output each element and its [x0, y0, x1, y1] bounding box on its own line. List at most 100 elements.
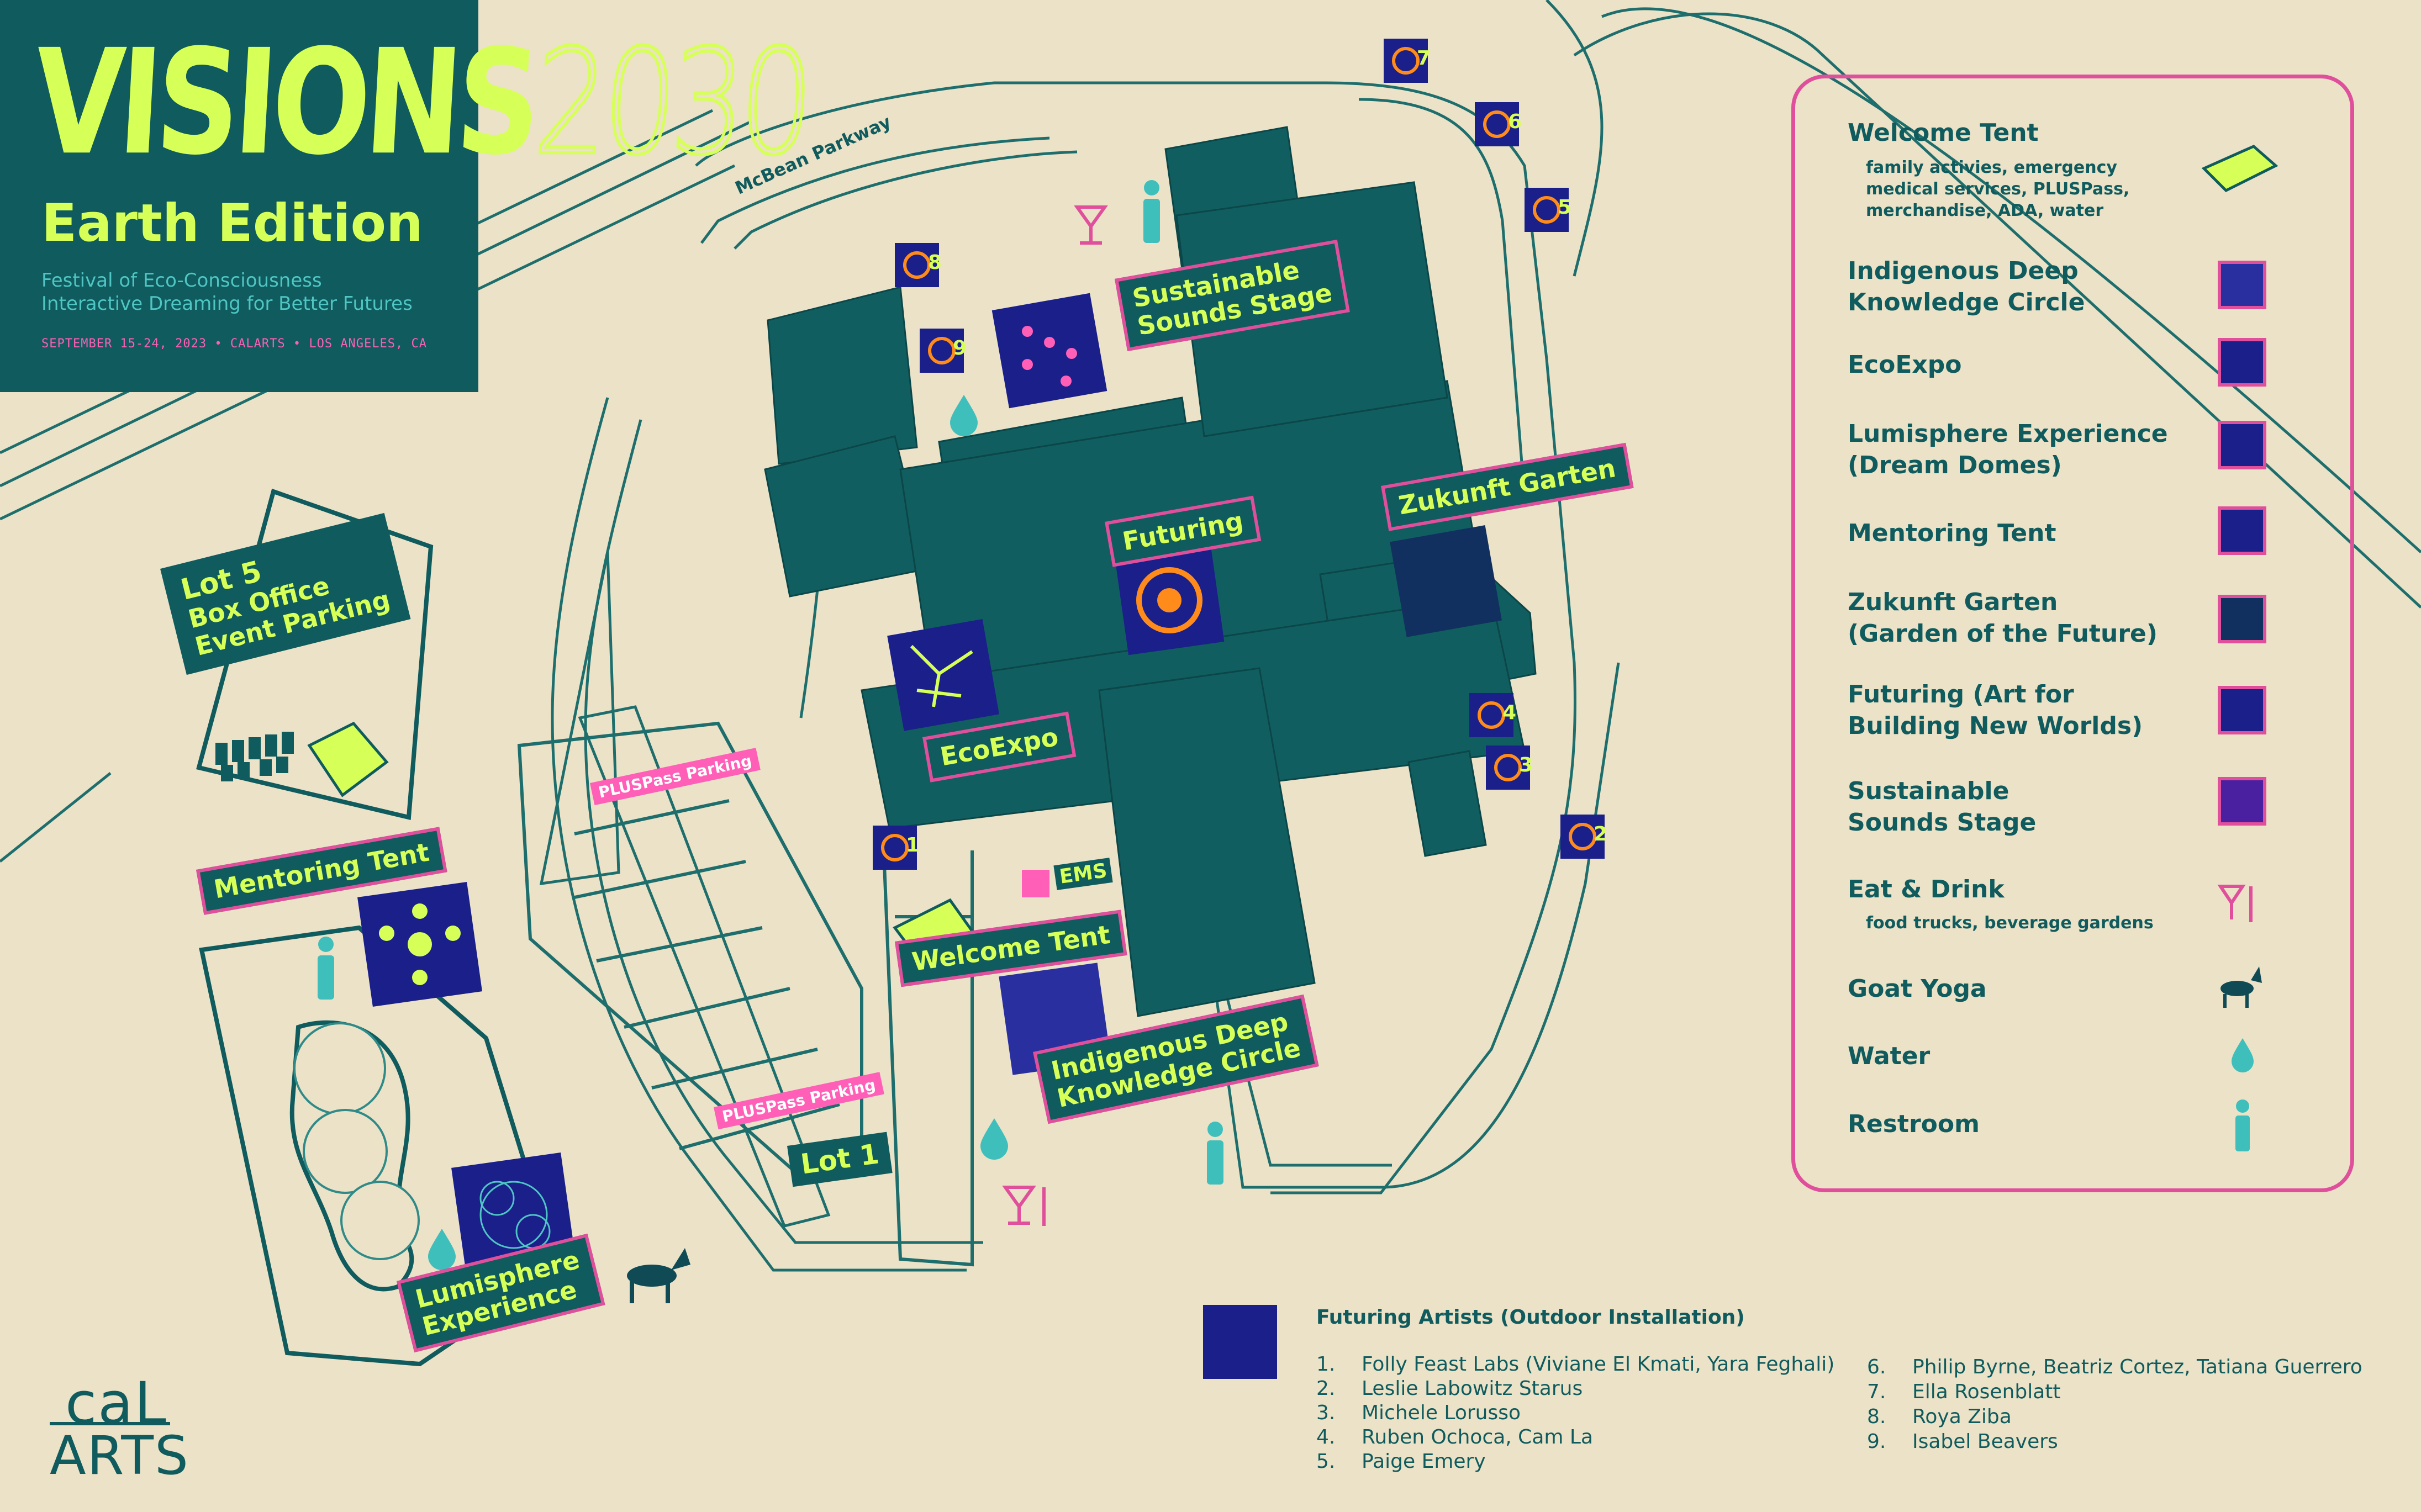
legend-welcome-sub-3: merchandise, ADA, water	[1866, 201, 2104, 220]
ecoexpo-tile-icon	[2218, 338, 2266, 387]
artist-4-name: Ruben Ochoca, Cam La	[1362, 1426, 1594, 1448]
artist-3-name: Michele Lorusso	[1362, 1402, 1521, 1424]
eat-drink-icon	[1002, 205, 1108, 1226]
legend-welcome-sub: family activies, emergency medical servi…	[1866, 157, 2129, 221]
welcome-tent-icon	[2201, 145, 2278, 193]
legend-goat-yoga-title: Goat Yoga	[1848, 973, 1987, 1005]
lumisphere-zone	[199, 925, 561, 1367]
legend-sustainable-line-1: Sustainable	[1848, 777, 2009, 805]
legend-icons	[2201, 145, 2278, 1151]
futuring-tile-icon	[2218, 686, 2266, 734]
marker-7: 7	[1417, 47, 1431, 70]
artist-1-name: Folly Feast Labs (Viviane El Kmati, Yara…	[1362, 1353, 1835, 1376]
artist-4: 4. Ruben Ochoca, Cam La	[1316, 1426, 1593, 1448]
artist-9-name: Isabel Beavers	[1912, 1430, 2058, 1453]
legend-welcome-title: Welcome Tent	[1848, 117, 2039, 149]
legend-zukunft-line-1: Zukunft Garten	[1848, 588, 2058, 616]
map-legend: Welcome Tent family activies, emergency …	[1791, 75, 2354, 1192]
artist-2-num: 2.	[1316, 1377, 1336, 1400]
artist-6-name: Philip Byrne, Beatriz Cortez, Tatiana Gu…	[1912, 1356, 2362, 1378]
event-dates: SEPTEMBER 15-24, 2023 • CALARTS • LOS AN…	[41, 337, 428, 351]
legend-welcome-title-text: Welcome Tent	[1848, 119, 2039, 147]
futuring-artists-tile	[1203, 1305, 1277, 1379]
restroom-icon	[2235, 1099, 2250, 1151]
artist-5: 5. Paige Emery	[1316, 1450, 1486, 1473]
artist-9: 9. Isabel Beavers	[1867, 1430, 2058, 1453]
legend-water-text: Water	[1848, 1042, 1931, 1070]
mentoring-tile-icon	[2218, 506, 2266, 555]
artist-8-name: Roya Ziba	[1912, 1405, 2012, 1428]
legend-zukunft-title: Zukunft Garten (Garden of the Future)	[1848, 586, 2158, 649]
ems-icon	[1022, 870, 1049, 897]
restroom-icon	[318, 180, 1223, 1185]
legend-mentoring-text: Mentoring Tent	[1848, 519, 2056, 547]
artist-6-num: 6.	[1867, 1356, 1886, 1378]
artist-7-name: Ella Rosenblatt	[1912, 1381, 2061, 1403]
artist-9-num: 9.	[1867, 1430, 1886, 1453]
artist-1-num: 1.	[1316, 1353, 1336, 1376]
legend-water-title: Water	[1848, 1040, 1930, 1072]
tagline-1: Festival of Eco-Consciousness	[41, 269, 322, 292]
artist-7: 7. Ella Rosenblatt	[1867, 1381, 2061, 1403]
legend-sustainable-line-2: Sounds Stage	[1848, 808, 2037, 837]
legend-indigenous-line-1: Indigenous Deep	[1848, 257, 2079, 285]
legend-goat-yoga-text: Goat Yoga	[1848, 975, 1987, 1003]
marker-8: 8	[928, 251, 942, 274]
legend-restroom-text: Restroom	[1848, 1110, 1980, 1138]
marker-4: 4	[1502, 701, 1517, 724]
artist-7-num: 7.	[1867, 1381, 1886, 1403]
parking-lines	[517, 721, 974, 1267]
water-drop-icon	[428, 1229, 456, 1270]
calarts-logo-bottom: ARTS	[50, 1425, 189, 1487]
artist-3-num: 3.	[1316, 1402, 1336, 1424]
legend-lumisphere-line-1: Lumisphere Experience	[1848, 420, 2168, 448]
legend-eat-drink-text: Eat & Drink	[1848, 875, 2005, 903]
legend-futuring-line-1: Futuring (Art for	[1848, 680, 2074, 709]
brand-name: VISIONS	[30, 18, 540, 187]
marker-6: 6	[1508, 110, 1522, 133]
legend-welcome-sub-1: family activies, emergency	[1866, 158, 2117, 177]
lumisphere-tile-icon	[2218, 421, 2266, 469]
artist-5-name: Paige Emery	[1362, 1450, 1486, 1473]
water-drop-icon	[950, 395, 978, 436]
legend-futuring-line-2: Building New Worlds)	[1848, 712, 2143, 741]
sustainable-tile-icon	[2218, 777, 2266, 826]
artists-title: Futuring Artists (Outdoor Installation)	[1316, 1306, 1745, 1329]
water-drop-icon	[980, 1118, 1008, 1160]
artist-2-name: Leslie Labowitz Starus	[1362, 1377, 1583, 1400]
marker-2: 2	[1594, 823, 1608, 845]
legend-futuring-title: Futuring (Art for Building New Worlds)	[1848, 679, 2143, 742]
artist-8-num: 8.	[1867, 1405, 1886, 1428]
eat-drink-icon	[2217, 885, 2253, 922]
legend-mentoring-title: Mentoring Tent	[1848, 517, 2056, 549]
artist-6: 6. Philip Byrne, Beatriz Cortez, Tatiana …	[1867, 1356, 2362, 1378]
artist-1: 1. Folly Feast Labs (Viviane El Kmati, Ya…	[1316, 1353, 1834, 1376]
water-drop-icon	[2232, 1038, 2254, 1072]
goat-icon	[2220, 966, 2262, 1008]
legend-zukunft-line-2: (Garden of the Future)	[1848, 620, 2158, 648]
legend-restroom-title: Restroom	[1848, 1108, 1980, 1140]
legend-welcome-sub-2: medical services, PLUSPass,	[1866, 179, 2130, 199]
legend-sustainable-title: Sustainable Sounds Stage	[1848, 775, 2036, 838]
calarts-logo-rule	[50, 1422, 170, 1425]
artist-8: 8. Roya Ziba	[1867, 1405, 2012, 1428]
tagline-2: Interactive Dreaming for Better Futures	[41, 293, 413, 315]
artist-5-num: 5.	[1316, 1450, 1336, 1473]
legend-ecoexpo-text: EcoExpo	[1848, 351, 1962, 379]
artist-2: 2. Leslie Labowitz Starus	[1316, 1377, 1583, 1400]
legend-indigenous-title: Indigenous Deep Knowledge Circle	[1848, 255, 2085, 318]
indigenous-tile-icon	[2218, 261, 2266, 309]
legend-eat-drink-title: Eat & Drink	[1848, 874, 2005, 905]
legend-ecoexpo-title: EcoExpo	[1848, 349, 1962, 380]
calarts-logo-top: caL	[65, 1370, 167, 1437]
installation-markers	[873, 39, 1605, 870]
marker-3: 3	[1519, 754, 1533, 776]
edition-title: Earth Edition	[41, 193, 423, 253]
legend-eat-drink-sub: food trucks, beverage gardens	[1866, 913, 2154, 933]
marker-1: 1	[906, 834, 920, 857]
lot1-text: Lot 1	[798, 1138, 881, 1181]
map-amenity-icons	[318, 180, 1223, 1303]
legend-indigenous-line-2: Knowledge Circle	[1848, 288, 2085, 317]
artist-4-num: 4.	[1316, 1426, 1336, 1448]
legend-lumisphere-title: Lumisphere Experience (Dream Domes)	[1848, 418, 2168, 481]
